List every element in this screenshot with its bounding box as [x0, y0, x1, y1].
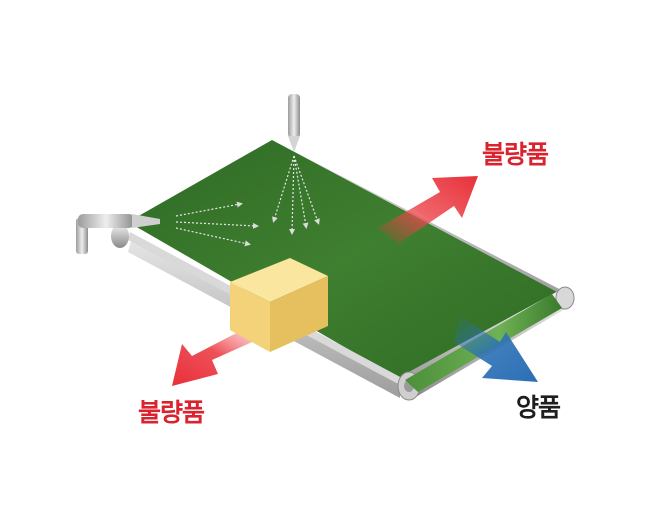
pass-label: 양품 — [516, 393, 561, 422]
product-box — [230, 258, 328, 352]
reject-arrow-top — [378, 176, 478, 244]
side-sensor-icon — [76, 214, 160, 254]
reject-arrow-bottom — [172, 326, 270, 386]
pass-arrow — [454, 316, 538, 382]
conveyor-belt — [128, 140, 557, 382]
top-sensor-icon — [288, 94, 300, 152]
top-sensor-rays — [272, 155, 320, 235]
reject-label-bottom: 불량품 — [138, 398, 205, 427]
left-roller — [111, 224, 129, 248]
side-sensor-rays — [175, 201, 259, 247]
reject-label-top: 불량품 — [482, 140, 549, 169]
